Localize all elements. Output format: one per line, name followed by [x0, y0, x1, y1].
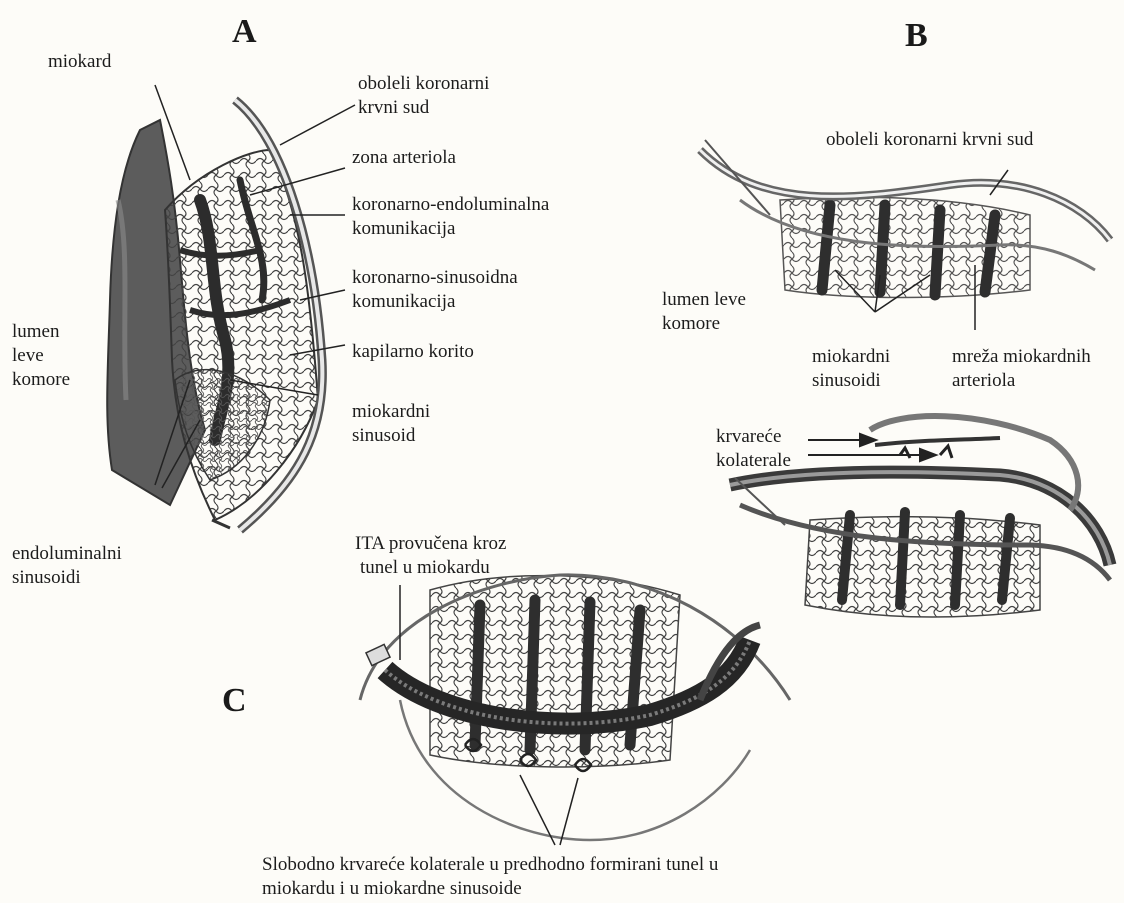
panel-a-letter: A — [232, 14, 257, 50]
label-ita-2: tunel u miokardu — [360, 556, 490, 580]
label-krvarece-1: krvareće — [716, 425, 781, 449]
panel-b-letter: B — [905, 18, 928, 54]
label-krvarece-2: kolaterale — [716, 449, 791, 473]
label-koronarno-endoluminalna-2: komunikacija — [352, 217, 455, 241]
label-miokardni-sinusoidi-2: sinusoidi — [812, 369, 881, 393]
myocardium-c — [430, 576, 680, 767]
label-endoluminalni-2: sinusoidi — [12, 566, 81, 590]
caption-line-2: miokardu i u miokardne sinusoide — [262, 877, 522, 901]
label-mreza-1: mreža miokardnih — [952, 345, 1091, 369]
label-oboleli-a-1: oboleli koronarni — [358, 72, 489, 96]
label-koronarno-sinusoidna-2: komunikacija — [352, 290, 455, 314]
label-oboleli-b: oboleli koronarni krvni sud — [826, 128, 1033, 152]
panel-b-bottom-drawing — [730, 416, 1110, 617]
label-kapilarno-korito: kapilarno korito — [352, 340, 474, 364]
label-miokardni-sinusoid-2: sinusoid — [352, 424, 415, 448]
label-zona-arteriola: zona arteriola — [352, 146, 456, 170]
label-oboleli-a-2: krvni sud — [358, 96, 429, 120]
panel-c-letter: C — [222, 683, 247, 719]
panel-c-drawing — [360, 575, 790, 845]
label-miokardni-sinusoid-1: miokardni — [352, 400, 430, 424]
label-miokard: miokard — [48, 50, 111, 74]
label-lumen-a-1: lumen — [12, 320, 60, 344]
caption-line-1: Slobodno krvareće kolaterale u predhodno… — [262, 853, 718, 877]
label-koronarno-endoluminalna-1: koronarno-endoluminalna — [352, 193, 549, 217]
label-koronarno-sinusoidna-1: koronarno-sinusoidna — [352, 266, 518, 290]
label-lumen-b-1: lumen leve — [662, 288, 746, 312]
label-lumen-b-2: komore — [662, 312, 720, 336]
panel-a-drawing — [107, 85, 355, 530]
label-ita-1: ITA provučena kroz — [355, 532, 506, 556]
label-mreza-2: arteriola — [952, 369, 1015, 393]
panel-b-top-drawing — [700, 140, 1110, 330]
label-endoluminalni-1: endoluminalni — [12, 542, 122, 566]
label-lumen-a-3: komore — [12, 368, 70, 392]
label-miokardni-sinusoidi-1: miokardni — [812, 345, 890, 369]
label-lumen-a-2: leve — [12, 344, 44, 368]
